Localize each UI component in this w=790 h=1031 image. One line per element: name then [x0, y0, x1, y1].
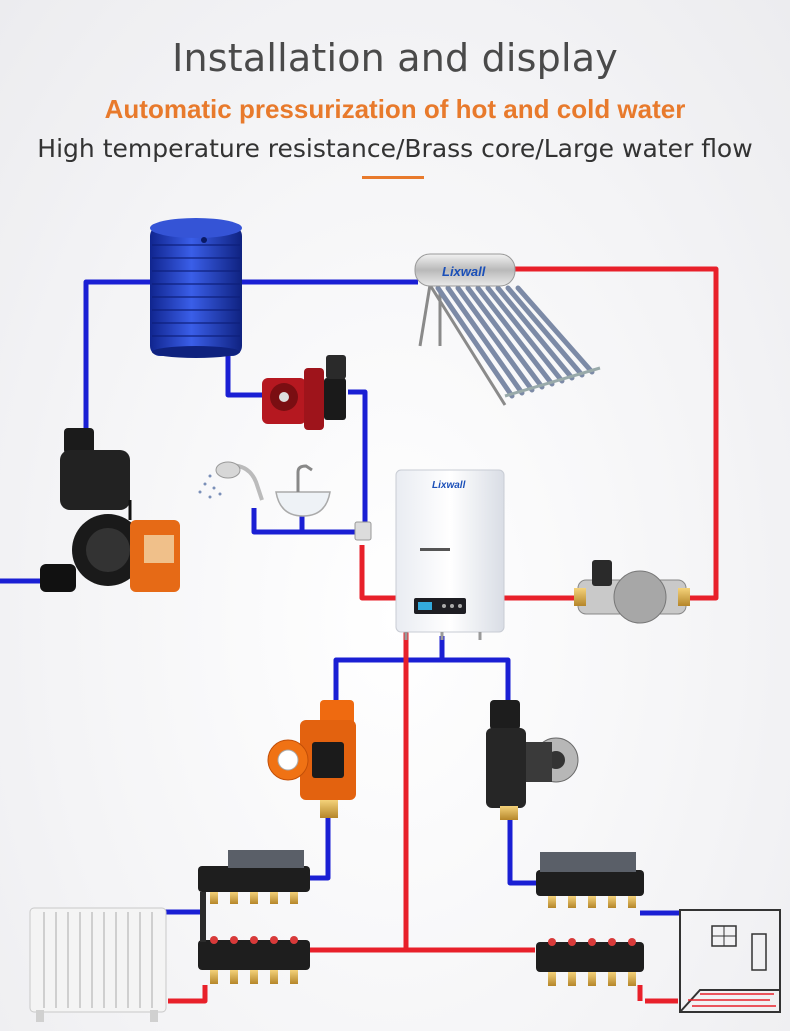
manifold-left	[198, 850, 310, 984]
boiler-brand: Lixwall	[432, 480, 466, 491]
radiator-icon	[30, 908, 166, 1022]
underfloor-heating-room-icon	[680, 910, 780, 1012]
water-tank	[150, 218, 242, 358]
circulation-pump-black	[486, 700, 578, 820]
shower-head-icon	[199, 462, 263, 500]
solar-heater-brand: Lixwall	[442, 264, 486, 279]
mixing-valve	[355, 522, 371, 540]
inline-brass-pump	[574, 560, 690, 623]
circulation-pump-orange	[268, 700, 356, 818]
wall-hung-boiler: Lixwall	[396, 470, 504, 640]
solar-water-heater: Lixwall	[415, 254, 600, 405]
wash-basin-icon	[276, 466, 330, 516]
booster-pump-black	[40, 428, 180, 592]
manifold-right	[536, 852, 644, 986]
booster-pump-red	[262, 355, 346, 430]
